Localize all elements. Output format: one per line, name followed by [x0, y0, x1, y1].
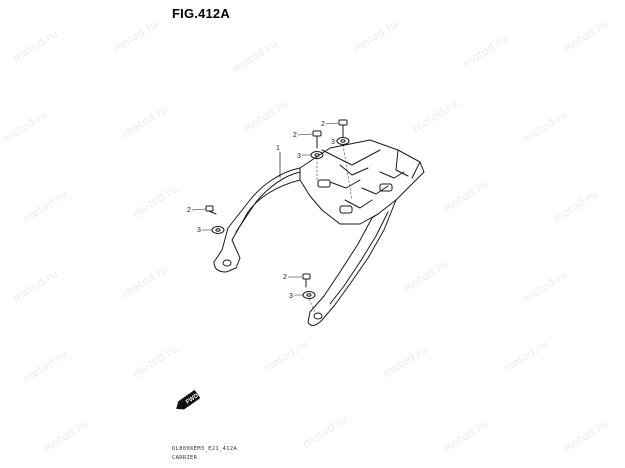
carrier-left-arm — [213, 167, 301, 273]
washer-icon — [336, 137, 350, 145]
callout-3: 3 — [331, 139, 335, 146]
carrier-rack — [299, 139, 425, 225]
callout-2: 2 — [293, 132, 297, 139]
washer-icon — [302, 291, 316, 299]
callout-3: 3 — [297, 153, 301, 160]
washer-icon — [310, 151, 324, 159]
carrier-right-arm — [307, 199, 397, 326]
washer-icon — [211, 226, 225, 234]
callout-1: 1 — [276, 145, 280, 152]
figure-code: DL800XEM3_E21_412A — [172, 446, 238, 452]
callout-2: 2 — [321, 121, 325, 128]
bolt-icon — [338, 119, 348, 138]
figure-title: FIG.412A — [172, 6, 230, 21]
callout-2: 2 — [187, 207, 191, 214]
callout-3: 3 — [197, 227, 201, 234]
callout-2: 2 — [283, 274, 287, 281]
callout-labels: 1 2 3 2 3 2 3 2 3 — [187, 121, 335, 300]
bolt-icon — [302, 273, 311, 288]
callout-3: 3 — [289, 293, 293, 300]
figure-name: CARRIER — [172, 455, 198, 461]
fwd-arrow-icon: FWD — [176, 389, 201, 410]
bolt-icon — [205, 205, 217, 215]
bolt-icon — [312, 130, 322, 149]
